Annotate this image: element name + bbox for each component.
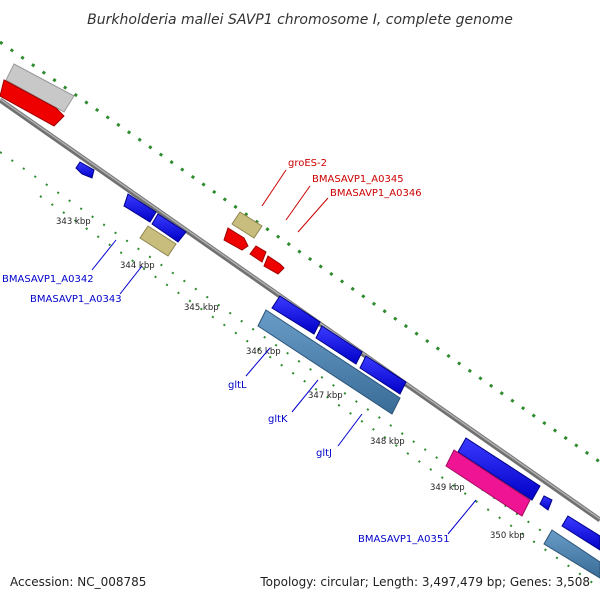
inner-tick-row-2 xyxy=(39,195,600,589)
label-groES-2[interactable]: groES-2 xyxy=(288,158,327,169)
gene-blue-small[interactable] xyxy=(75,161,95,179)
gene-gltJ[interactable] xyxy=(359,355,407,395)
accession-text: Accession: NC_008785 xyxy=(10,575,146,589)
scale-label: 346 kbp xyxy=(246,347,281,357)
gene-BMASAVP1_A0343[interactable] xyxy=(139,225,177,257)
gene-BMASAVP1_A0346[interactable] xyxy=(249,245,285,275)
gene-BMASAVP1_A0342[interactable] xyxy=(123,193,187,243)
label-BMASAVP1_A0345[interactable]: BMASAVP1_A0345 xyxy=(312,174,404,185)
gene-BMASAVP1_A0351[interactable] xyxy=(445,449,531,517)
label-BMASAVP1_A0343[interactable]: BMASAVP1_A0343 xyxy=(30,294,122,305)
gene-groES-2[interactable] xyxy=(231,211,263,239)
gene-blue-350[interactable] xyxy=(561,515,600,551)
scale-label: 343 kbp xyxy=(56,217,91,227)
scale-label: 344 kbp xyxy=(120,261,155,271)
gene-red-large[interactable] xyxy=(0,79,65,127)
label-gltL[interactable]: gltL xyxy=(228,380,247,391)
outer-tick-row xyxy=(0,40,600,464)
label-BMASAVP1_A0346[interactable]: BMASAVP1_A0346 xyxy=(330,188,422,199)
scale-label: 349 kbp xyxy=(430,483,465,493)
gene-steel-long[interactable] xyxy=(257,309,401,415)
forward-gene-labels xyxy=(261,169,329,233)
gene-steel-350[interactable] xyxy=(543,529,600,579)
gene-blue-349[interactable] xyxy=(457,437,541,501)
gene-small-blue-349[interactable] xyxy=(539,495,553,511)
gene-gray[interactable] xyxy=(5,63,75,113)
label-BMASAVP1_A0342[interactable]: BMASAVP1_A0342 xyxy=(2,274,94,285)
gene-gltK[interactable] xyxy=(315,325,363,365)
label-gltJ[interactable]: gltJ xyxy=(316,448,332,459)
reverse-gene-labels xyxy=(91,239,477,535)
label-BMASAVP1_A0351[interactable]: BMASAVP1_A0351 xyxy=(358,534,450,545)
scale-label: 347 kbp xyxy=(308,391,343,401)
scale-label: 350 kbp xyxy=(490,531,525,541)
scale-labels: 343 kbp 344 kbp 345 kbp 346 kbp 347 kbp … xyxy=(56,217,525,541)
gene-BMASAVP1_A0345[interactable] xyxy=(223,227,249,251)
map-title: Burkholderia mallei SAVP1 chromosome I, … xyxy=(87,12,513,28)
genome-summary-text: Topology: circular; Length: 3,497,479 bp… xyxy=(259,575,590,589)
scale-label: 348 kbp xyxy=(370,437,405,447)
gene-gltL[interactable] xyxy=(271,295,321,335)
label-gltK[interactable]: gltK xyxy=(268,414,288,425)
inner-tick-row xyxy=(0,151,600,573)
scale-label: 345 kbp xyxy=(184,303,219,313)
